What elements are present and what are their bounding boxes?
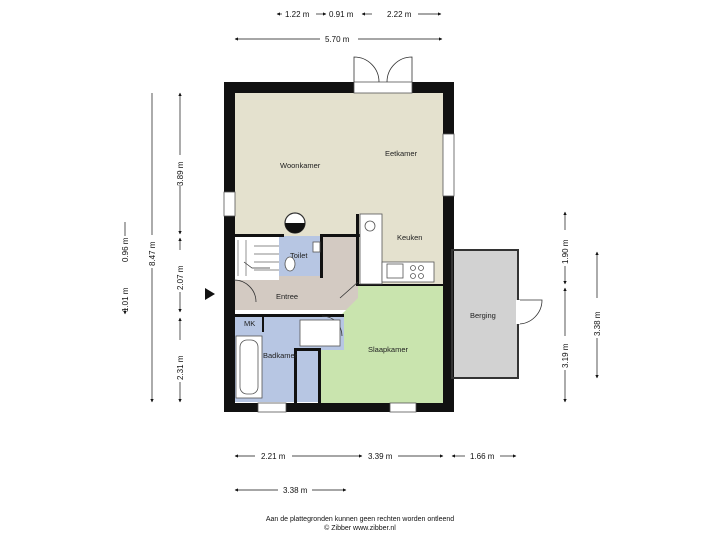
label-woonkamer: Woonkamer <box>280 161 321 170</box>
dim-far-left-1: 1.01 m <box>121 287 130 312</box>
kitchen-fixtures <box>359 213 435 285</box>
label-entree: Entree <box>276 292 298 301</box>
dim-right-2: 3.19 m <box>561 343 570 368</box>
label-toilet: Toilet <box>290 251 308 260</box>
dim-top-1: 1.22 m <box>285 10 310 19</box>
dimension-lines <box>123 12 599 492</box>
entree-area <box>234 280 358 310</box>
label-badkamer: Badkamer <box>263 351 298 360</box>
disclaimer: Aan de plattegronden kunnen geen rechten… <box>265 516 455 523</box>
stove-icon <box>284 212 306 234</box>
walls <box>224 82 454 412</box>
dim-right-total: 3.38 m <box>593 311 602 336</box>
dim-bottom-2: 3.39 m <box>368 452 393 461</box>
label-berging: Berging <box>470 311 496 320</box>
dim-bottom-total: 3.38 m <box>283 486 308 495</box>
copyright: © Zibber www.zibber.nl <box>324 525 396 532</box>
stair <box>234 236 279 280</box>
dim-left-1: 3.89 m <box>176 161 185 186</box>
dim-bottom-3: 1.66 m <box>470 452 495 461</box>
dim-left-2: 2.07 m <box>176 265 185 290</box>
windows <box>223 81 455 413</box>
label-mk: MK <box>244 319 255 328</box>
label-slaapkamer: Slaapkamer <box>368 345 409 354</box>
berging-area <box>452 250 518 378</box>
label-keuken: Keuken <box>397 233 422 242</box>
label-eetkamer: Eetkamer <box>385 149 418 158</box>
berging-door-gap <box>516 300 520 324</box>
dim-bottom-1: 2.21 m <box>261 452 286 461</box>
dim-far-left-2: 0.96 m <box>121 237 130 262</box>
dim-top-3: 2.22 m <box>387 10 412 19</box>
slaapkamer-area <box>318 284 444 404</box>
bath-fixtures <box>235 241 341 399</box>
dim-top-2: 0.91 m <box>329 10 354 19</box>
entrance-arrow-icon <box>205 288 215 300</box>
stair-steps <box>237 240 279 276</box>
dim-left-total: 8.47 m <box>148 241 157 266</box>
dim-top-total: 5.70 m <box>325 35 350 44</box>
dim-right-1: 1.90 m <box>561 239 570 264</box>
dim-left-3: 2.31 m <box>176 355 185 380</box>
